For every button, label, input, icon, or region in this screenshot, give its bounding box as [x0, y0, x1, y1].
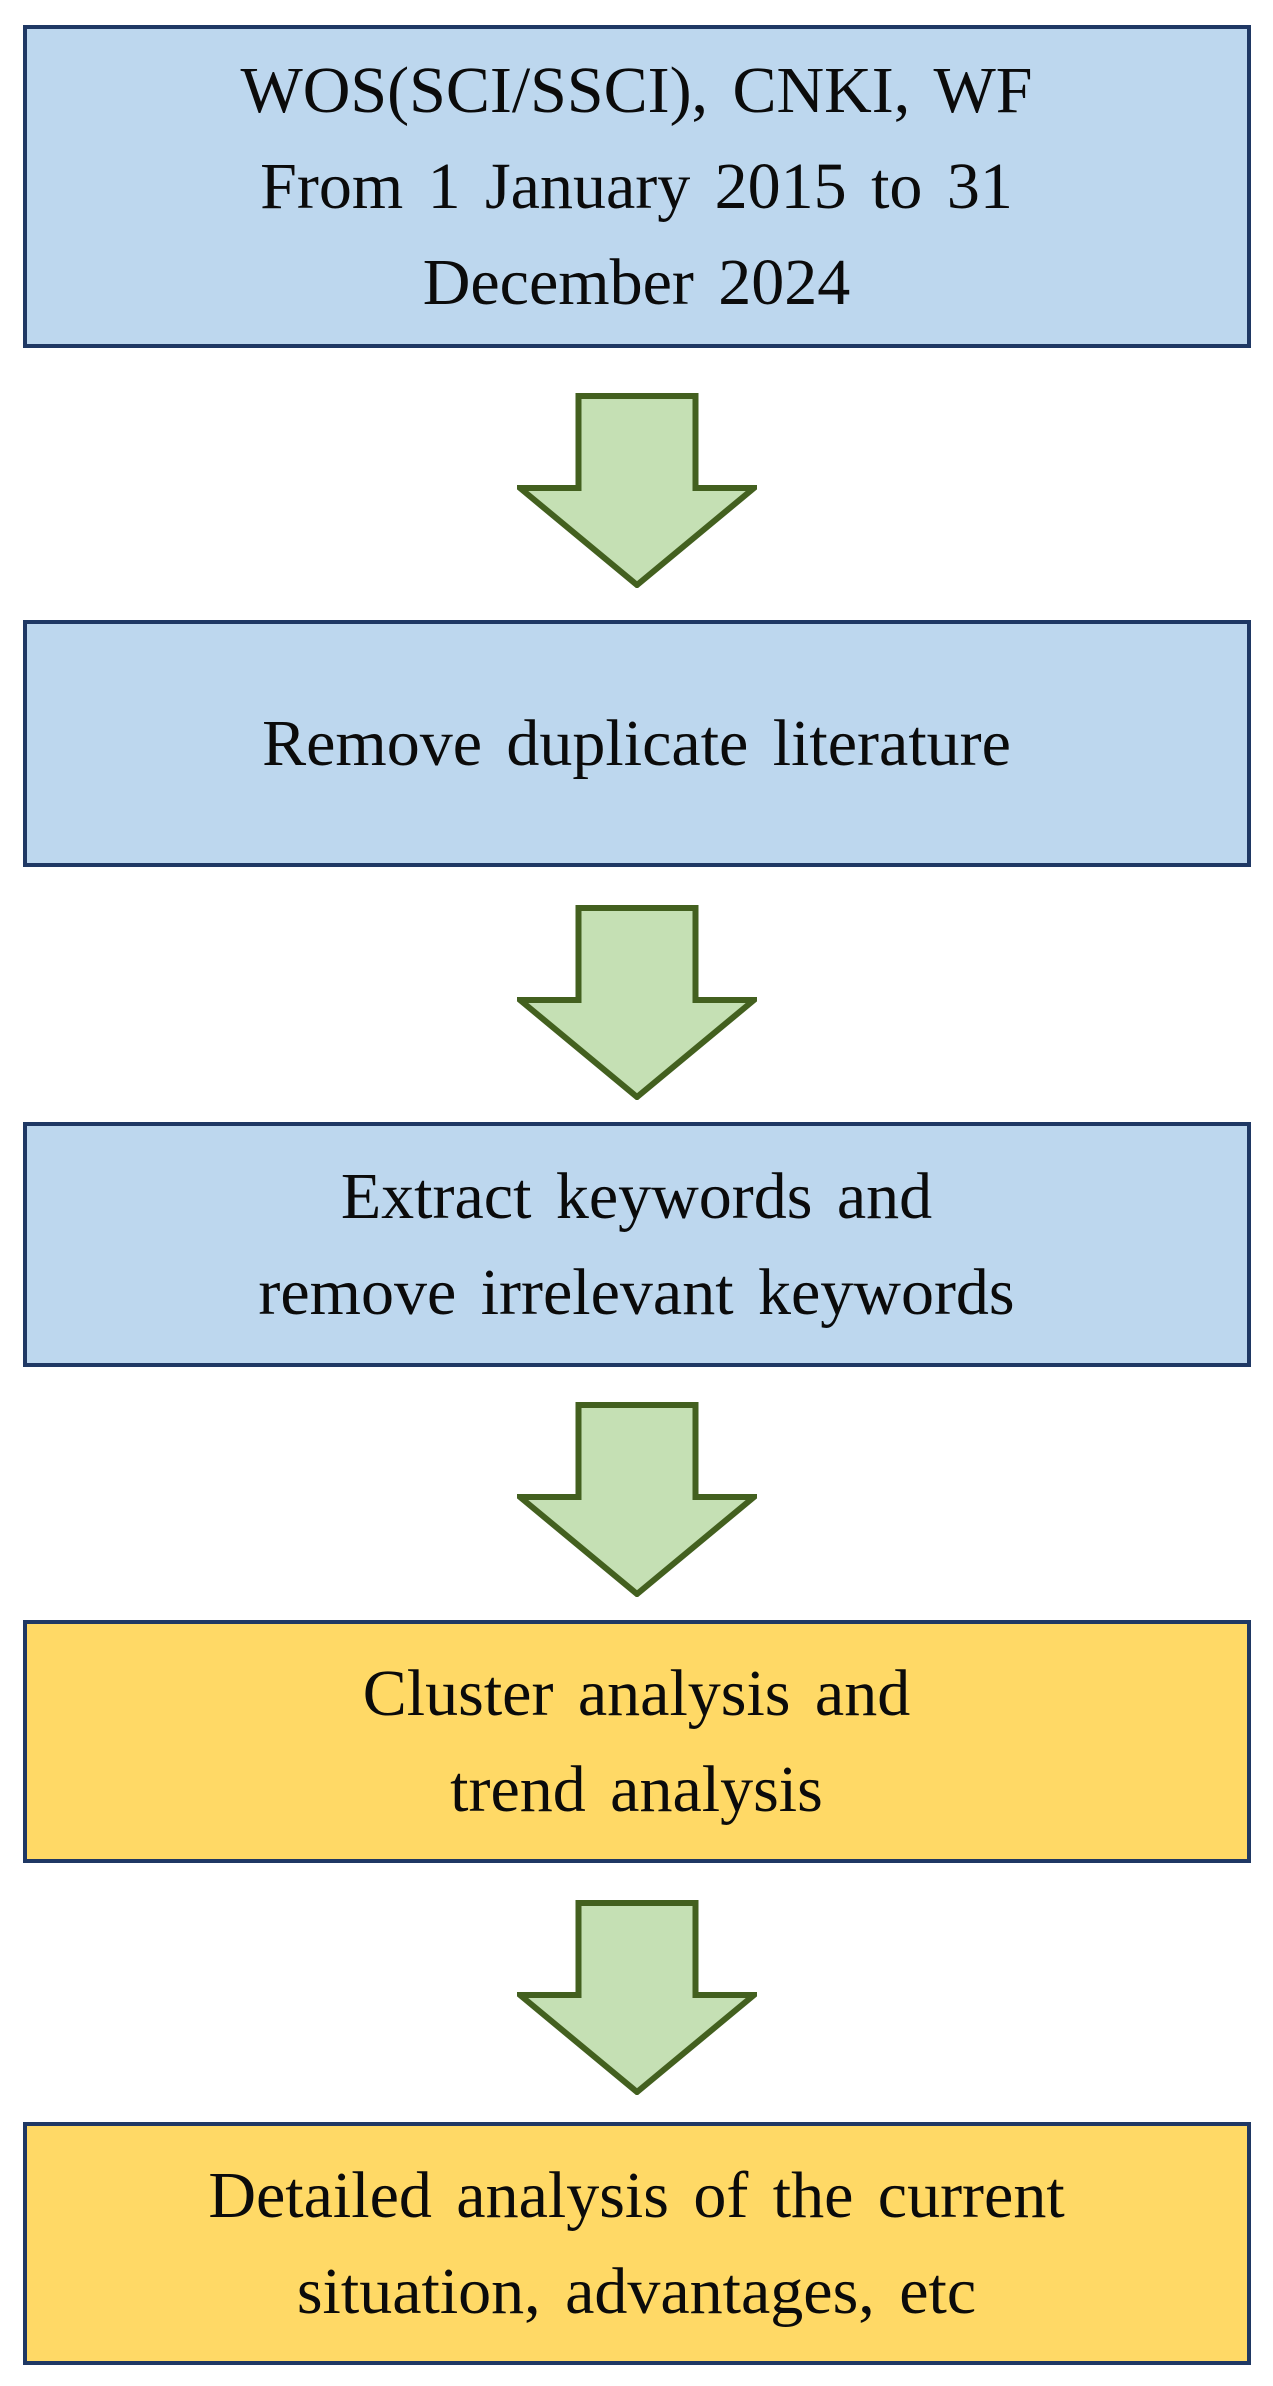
step-box-detailed-analysis: Detailed analysis of the current situati… — [22, 2122, 1251, 2365]
down-arrow-icon — [516, 1402, 757, 1597]
down-arrow-icon — [516, 393, 757, 588]
step-box-cluster-trend-analysis: Cluster analysis and trend analysis — [22, 1620, 1251, 1863]
down-arrow-icon — [516, 905, 757, 1100]
step-box-extract-keywords: Extract keywords and remove irrelevant k… — [22, 1122, 1251, 1367]
step-box-remove-duplicates: Remove duplicate literature — [22, 620, 1251, 867]
step-box-databases-timespan: WOS(SCI/SSCI), CNKI, WF From 1 January 2… — [22, 25, 1251, 348]
step-label: Detailed analysis of the current situati… — [208, 2158, 1065, 2328]
down-arrow-icon — [516, 1900, 757, 2095]
step-label: Cluster analysis and trend analysis — [362, 1656, 911, 1826]
step-label: Remove duplicate literature — [262, 706, 1011, 780]
step-label: Extract keywords and remove irrelevant k… — [258, 1159, 1015, 1329]
step-label: WOS(SCI/SSCI), CNKI, WF From 1 January 2… — [240, 53, 1033, 319]
